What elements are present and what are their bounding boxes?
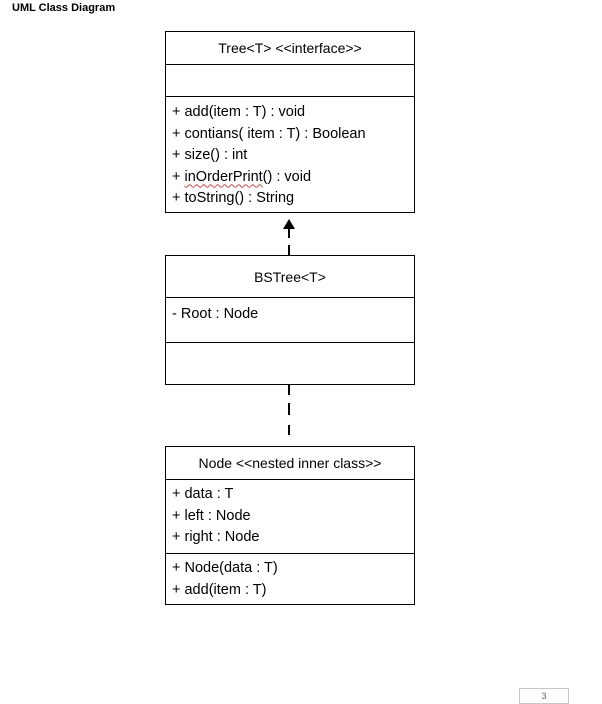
attribute-root: - Root : Node — [172, 306, 259, 322]
tree-interface-box: Tree<T> <<interface>> + add(item : T) : … — [165, 31, 415, 213]
page-header: UML Class Diagram — [12, 2, 116, 14]
attribute-left: + left : Node — [172, 507, 251, 524]
bstree-class-box: BSTree<T> - Root : Node — [165, 255, 415, 385]
nested-dependency-line-segment — [288, 425, 290, 435]
method-node-constructor: + Node(data : T) — [172, 560, 278, 576]
nested-dependency-line-segment — [288, 403, 290, 415]
bstree-class-title: BSTree<T> — [254, 268, 326, 285]
node-attributes-compartment: + data : T + left : Node + right : Node — [166, 479, 414, 553]
method-tostring: + toString() : String — [172, 190, 295, 206]
method-add: + add(item : T) : void — [172, 104, 306, 120]
spellcheck-marked-word: inOrderPrint — [184, 168, 263, 185]
method-size: + size() : int — [172, 147, 248, 163]
tree-methods-compartment: + add(item : T) : void + contians( item … — [166, 96, 414, 210]
bstree-attributes-compartment: - Root : Node — [166, 297, 414, 342]
method-contians: + contians( item : T) : Boolean — [172, 125, 366, 142]
attribute-right: + right : Node — [172, 529, 260, 545]
realization-line-segment — [288, 228, 290, 238]
bstree-methods-compartment — [166, 342, 414, 383]
method-node-add: + add(item : T) — [172, 581, 267, 598]
page-number: 3 — [519, 688, 569, 704]
tree-interface-title: Tree<T> <<interface>> — [218, 40, 362, 56]
method-inorderprint-prefix: + — [172, 168, 185, 185]
node-class-title: Node <<nested inner class>> — [198, 455, 382, 471]
nested-dependency-line-segment — [288, 385, 290, 395]
node-class-box: Node <<nested inner class>> + data : T +… — [165, 446, 415, 605]
tree-attributes-compartment — [166, 64, 414, 96]
realization-arrowhead — [283, 219, 295, 229]
attribute-data: + data : T — [172, 486, 234, 502]
realization-line-segment — [288, 245, 290, 255]
method-inorderprint: + inOrderPrint() : void — [172, 167, 414, 189]
method-inorderprint-suffix: () : void — [262, 168, 312, 185]
node-methods-compartment: + Node(data : T) + add(item : T) — [166, 553, 414, 601]
